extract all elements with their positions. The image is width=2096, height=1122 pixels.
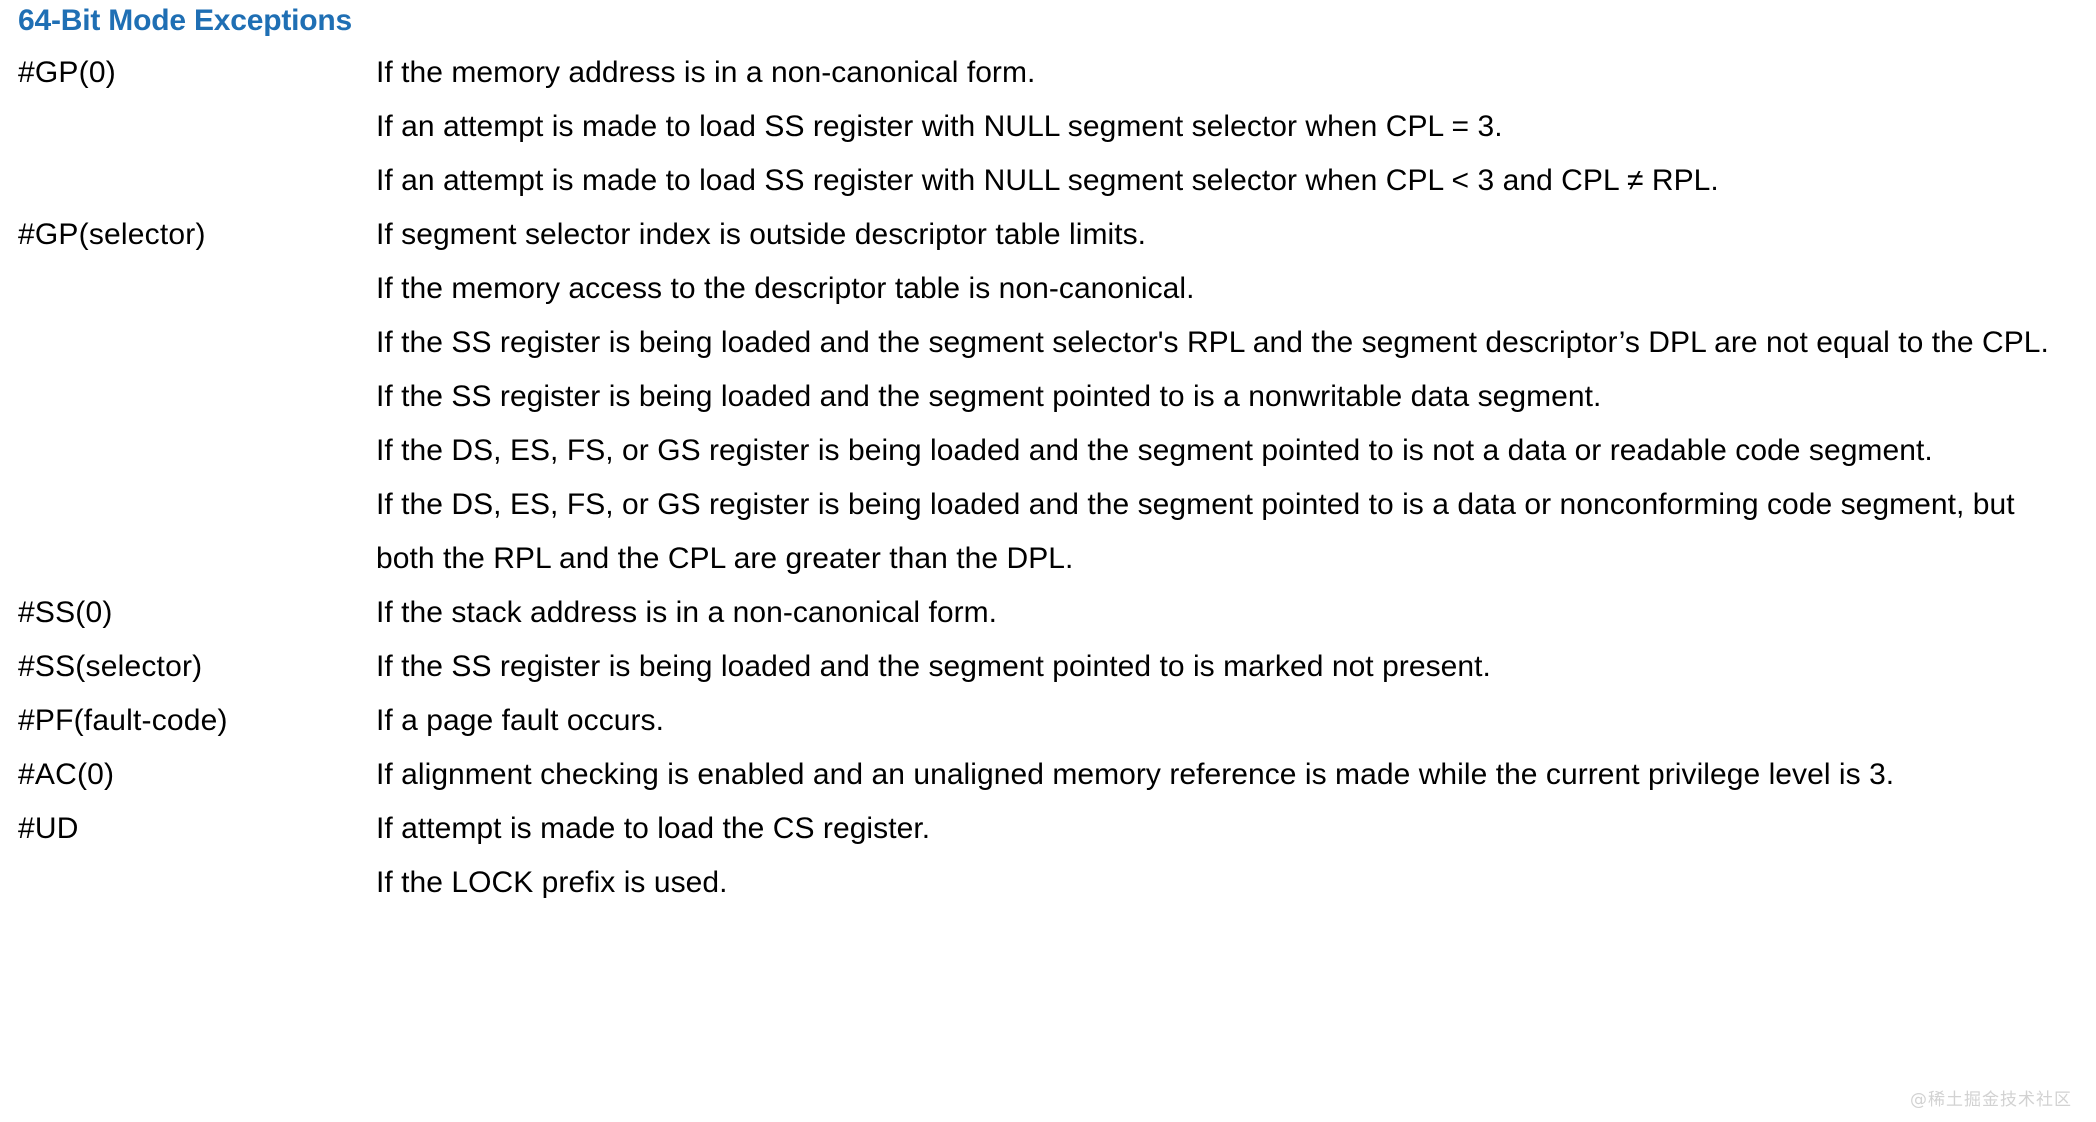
table-row: #GP(selector) If segment selector index i… — [18, 208, 2078, 586]
exception-description-line: If a page fault occurs. — [376, 704, 664, 737]
exception-description: If alignment checking is enabled and an … — [376, 748, 2078, 802]
exception-description-line: If the SS register is being loaded and t… — [376, 380, 1602, 413]
table-row: #SS(0) If the stack address is in a non-c… — [18, 586, 2078, 640]
page-title: 64-Bit Mode Exceptions — [18, 4, 352, 37]
exception-description-line: If the DS, ES, FS, or GS register is bei… — [376, 488, 2015, 575]
table-row: #GP(0) If the memory address is in a non-… — [18, 46, 2078, 208]
table-row: #AC(0) If alignment checking is enabled a… — [18, 748, 2078, 802]
exception-label: #SS(0) — [18, 596, 113, 629]
exception-description: If segment selector index is outside des… — [376, 208, 2078, 586]
exception-description: If the SS register is being loaded and t… — [376, 640, 2078, 694]
exceptions-page: 64-Bit Mode Exceptions #GP(0) If the memo… — [0, 4, 2096, 1122]
exception-description: If a page fault occurs. — [376, 694, 2078, 748]
table-row: #PF(fault-code) If a page fault occurs. — [18, 694, 2078, 748]
exception-description-line: If the LOCK prefix is used. — [376, 866, 728, 899]
exception-description-line: If the DS, ES, FS, or GS register is bei… — [376, 434, 1933, 467]
exception-label: #GP(0) — [18, 56, 116, 89]
table-row: #UD If attempt is made to load the CS reg… — [18, 802, 2078, 910]
exception-description-line: If an attempt is made to load SS registe… — [376, 164, 1719, 197]
exception-description-line: If an attempt is made to load SS registe… — [376, 110, 1503, 143]
exception-description-line: If the memory access to the descriptor t… — [376, 272, 1195, 305]
exceptions-table: #GP(0) If the memory address is in a non-… — [18, 46, 2078, 910]
exceptions-table-body: #GP(0) If the memory address is in a non-… — [18, 46, 2078, 910]
exception-description: If the memory address is in a non-canoni… — [376, 46, 2078, 208]
exception-description-line: If the memory address is in a non-canoni… — [376, 56, 1036, 89]
exception-description-line: If alignment checking is enabled and an … — [376, 758, 1895, 791]
exception-label: #GP(selector) — [18, 218, 206, 251]
exception-description: If the stack address is in a non-canonic… — [376, 586, 2078, 640]
exception-label: #PF(fault-code) — [18, 704, 228, 737]
exception-description-line: If the SS register is being loaded and t… — [376, 326, 2049, 359]
exception-description-line: If the SS register is being loaded and t… — [376, 650, 1491, 683]
exception-label: #SS(selector) — [18, 650, 203, 683]
exception-description-line: If the stack address is in a non-canonic… — [376, 596, 998, 629]
exception-description: If attempt is made to load the CS regist… — [376, 802, 2078, 910]
watermark: @稀土掘金技术社区 — [1910, 1090, 2072, 1110]
exception-label: #AC(0) — [18, 758, 115, 791]
table-row: #SS(selector) If the SS register is being… — [18, 640, 2078, 694]
exception-description-line: If attempt is made to load the CS regist… — [376, 812, 931, 845]
exception-label: #UD — [18, 812, 79, 845]
exception-description-line: If segment selector index is outside des… — [376, 218, 1147, 251]
